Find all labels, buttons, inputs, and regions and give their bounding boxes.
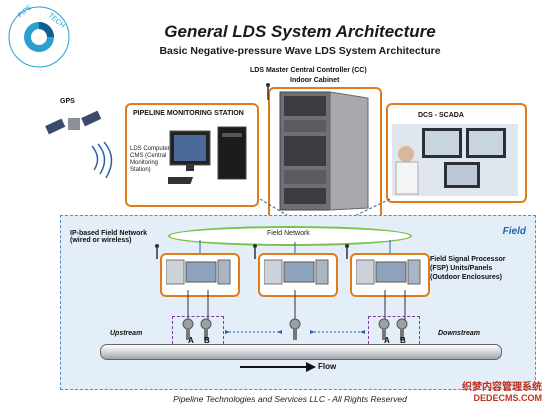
pressure-sensor-icon	[378, 318, 408, 340]
computer-label-line: CMS (Central	[130, 152, 167, 159]
field-network-label: Field Network	[267, 230, 310, 237]
watermark-line-1: 织梦内容管理系统	[462, 382, 542, 393]
field-network-ellipse	[168, 226, 412, 246]
antenna-icon	[253, 244, 257, 259]
pressure-sensor-icon	[289, 318, 301, 340]
fsp-module-icon	[166, 259, 231, 285]
gps-label: GPS	[60, 98, 75, 105]
ip-network-label: IP-based Field Network (wired or wireles…	[70, 230, 147, 244]
page-subtitle: Basic Negative-pressure Wave LDS System …	[159, 45, 441, 57]
ip-network-line: (wired or wireless)	[70, 237, 132, 244]
upstream-label: Upstream	[110, 330, 143, 337]
sensor-a-label: A	[384, 336, 390, 345]
field-zone-label: Field	[502, 226, 526, 237]
fsp-label-line: Field Signal Processor	[430, 256, 506, 263]
controller-label-1: LDS Master Central Controller (CC)	[250, 67, 367, 74]
operator-workstation-icon	[392, 124, 518, 196]
antenna-icon	[266, 83, 270, 100]
svg-text:PIPE: PIPE	[17, 4, 34, 20]
watermark-line-2: DEDECMS.COM	[473, 393, 542, 403]
pipeline	[100, 344, 502, 360]
signal-waves-icon	[91, 141, 113, 179]
fsp-label-line: (Outdoor Enclosures)	[430, 273, 502, 281]
antenna-icon	[345, 244, 349, 259]
controller-label-2: Indoor Cabinet	[290, 77, 340, 84]
computer-label-line: LDS Computer	[130, 146, 170, 152]
flow-arrow-icon	[240, 362, 316, 372]
fsp-module-icon	[264, 259, 329, 285]
logo: PIPE TECH	[6, 4, 72, 70]
flow-label: Flow	[318, 362, 337, 371]
page-title: General LDS System Architecture	[164, 22, 436, 41]
computer-label: LDS Computer CMS (Central Monitoring Sta…	[130, 146, 175, 174]
satellite-icon	[45, 110, 102, 135]
fsp-label-line: (FSP) Units/Panels	[430, 264, 493, 272]
desktop-computer-icon	[168, 126, 247, 184]
sensor-b-label: B	[400, 336, 406, 345]
downstream-label: Downstream	[438, 330, 481, 337]
antenna-icon	[155, 244, 159, 259]
sensor-cables	[187, 290, 406, 334]
pressure-sensor-icon	[182, 318, 212, 340]
ip-network-line: IP-based Field Network	[70, 230, 148, 237]
computer-label-line: Station)	[130, 166, 151, 173]
logo-mark-icon: PIPE TECH	[8, 4, 70, 68]
dcs-scada-title: DCS - SCADA	[418, 112, 464, 119]
cabinet-icon	[279, 91, 369, 211]
computer-label-line: Monitoring	[130, 159, 159, 166]
sensor-b-label: B	[204, 336, 210, 345]
footer-copyright: Pipeline Technologies and Services LLC -…	[173, 394, 407, 404]
sensor-a-label: A	[188, 336, 194, 345]
fsp-label: Field Signal Processor (FSP) Units/Panel…	[430, 256, 505, 282]
monitoring-station-title: PIPELINE MONITORING STATION	[133, 110, 244, 117]
fsp-module-icon	[356, 259, 421, 285]
